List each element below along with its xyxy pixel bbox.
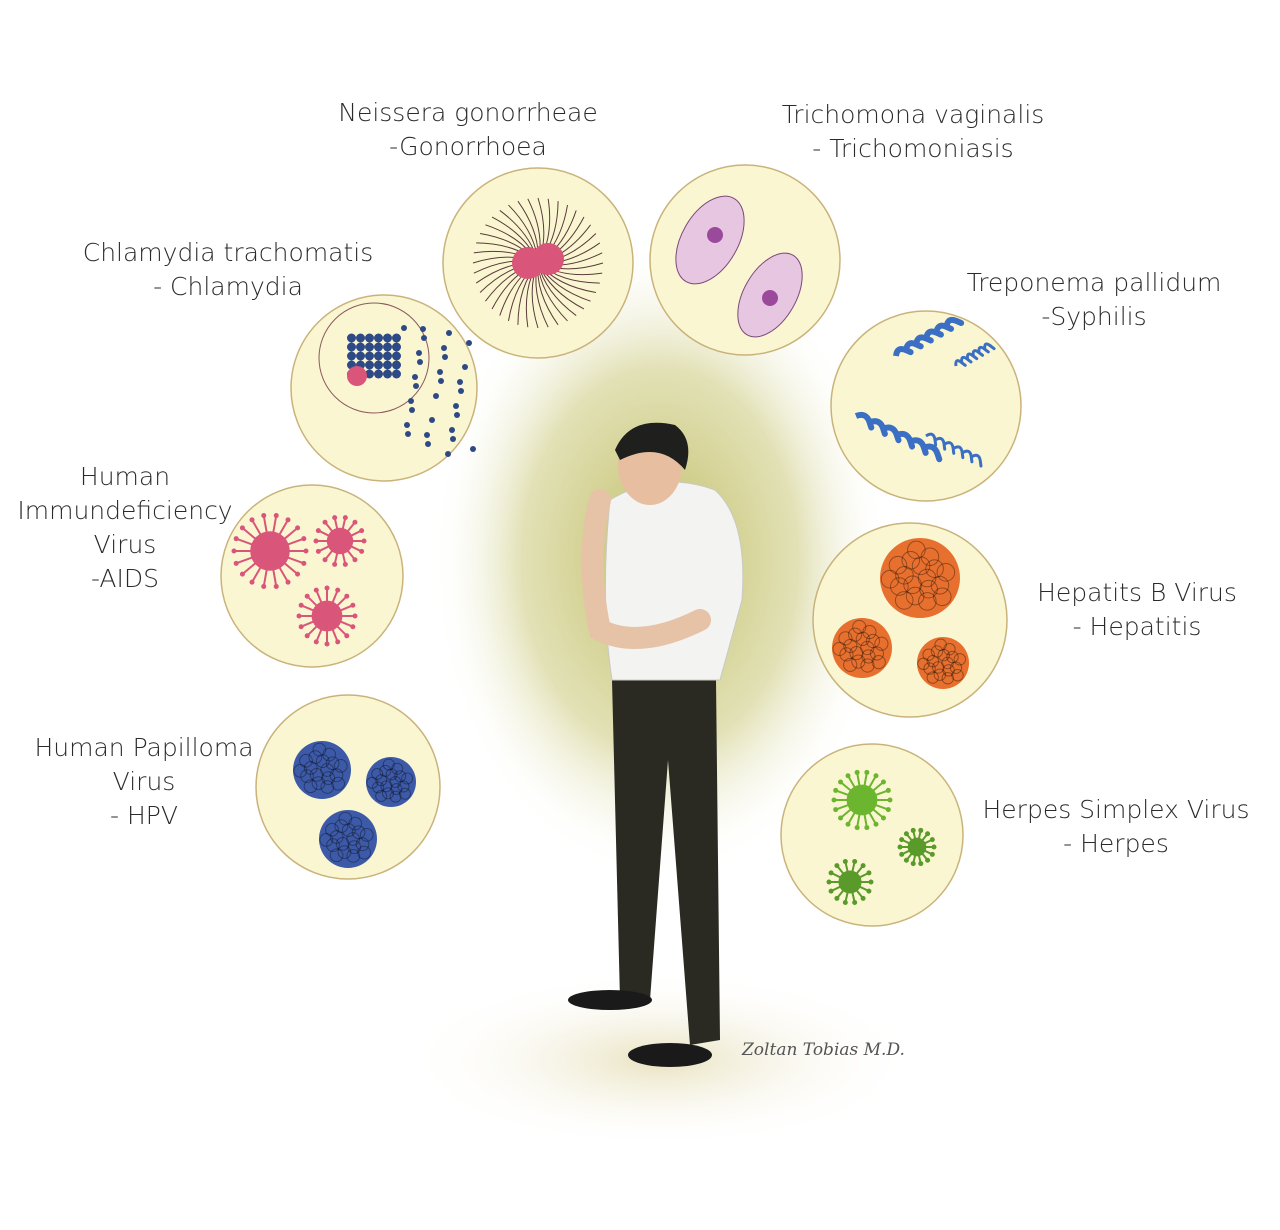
- label-line: -AIDS: [90, 564, 160, 593]
- label-line: - Herpes: [1063, 829, 1169, 858]
- herpes-disc: [780, 743, 964, 927]
- label-line: - Hepatitis: [1072, 612, 1202, 641]
- label-line: Chlamydia trachomatis: [82, 238, 374, 267]
- hepatitis-label: Hepatits B Virus - Hepatitis: [1037, 576, 1237, 644]
- syphilis-disc: [830, 310, 1022, 502]
- label-line: Herpes Simplex Virus: [982, 795, 1250, 824]
- trichomonas-disc: [649, 164, 841, 356]
- label-line: - Trichomoniasis: [812, 134, 1014, 163]
- herpes-label: Herpes Simplex Virus - Herpes: [983, 793, 1250, 861]
- label-line: Virus: [93, 530, 157, 559]
- trichomonas-label: Trichomona vaginalis - Trichomoniasis: [782, 98, 1045, 166]
- label-line: Immundeficiency: [17, 496, 233, 525]
- hpv-disc: [255, 694, 441, 880]
- label-line: - Chlamydia: [153, 272, 303, 301]
- label-line: Neissera gonorrheae: [338, 98, 598, 127]
- hepatitis-disc: [812, 522, 1008, 718]
- hiv-disc: [220, 484, 404, 668]
- label-line: Human: [79, 462, 171, 491]
- label-line: Treponema pallidum: [966, 268, 1222, 297]
- label-line: Human Papilloma: [34, 733, 254, 762]
- syphilis-label: Treponema pallidum -Syphilis: [967, 266, 1222, 334]
- chlamydia-label: Chlamydia trachomatis - Chlamydia: [83, 236, 374, 304]
- label-line: - HPV: [110, 801, 178, 830]
- label-line: -Gonorrhoea: [389, 132, 547, 161]
- artist-signature: Zoltan Tobias M.D.: [742, 1040, 905, 1060]
- gonorrhea-disc: [442, 167, 634, 359]
- gonorrhea-label: Neissera gonorrheae -Gonorrhoea: [338, 96, 598, 164]
- label-line: -Syphilis: [1041, 302, 1147, 331]
- man-figure: [568, 422, 744, 1067]
- label-line: Hepatits B Virus: [1037, 578, 1237, 607]
- label-line: Trichomona vaginalis: [781, 100, 1045, 129]
- chlamydia-disc: [290, 294, 478, 482]
- label-line: Virus: [112, 767, 176, 796]
